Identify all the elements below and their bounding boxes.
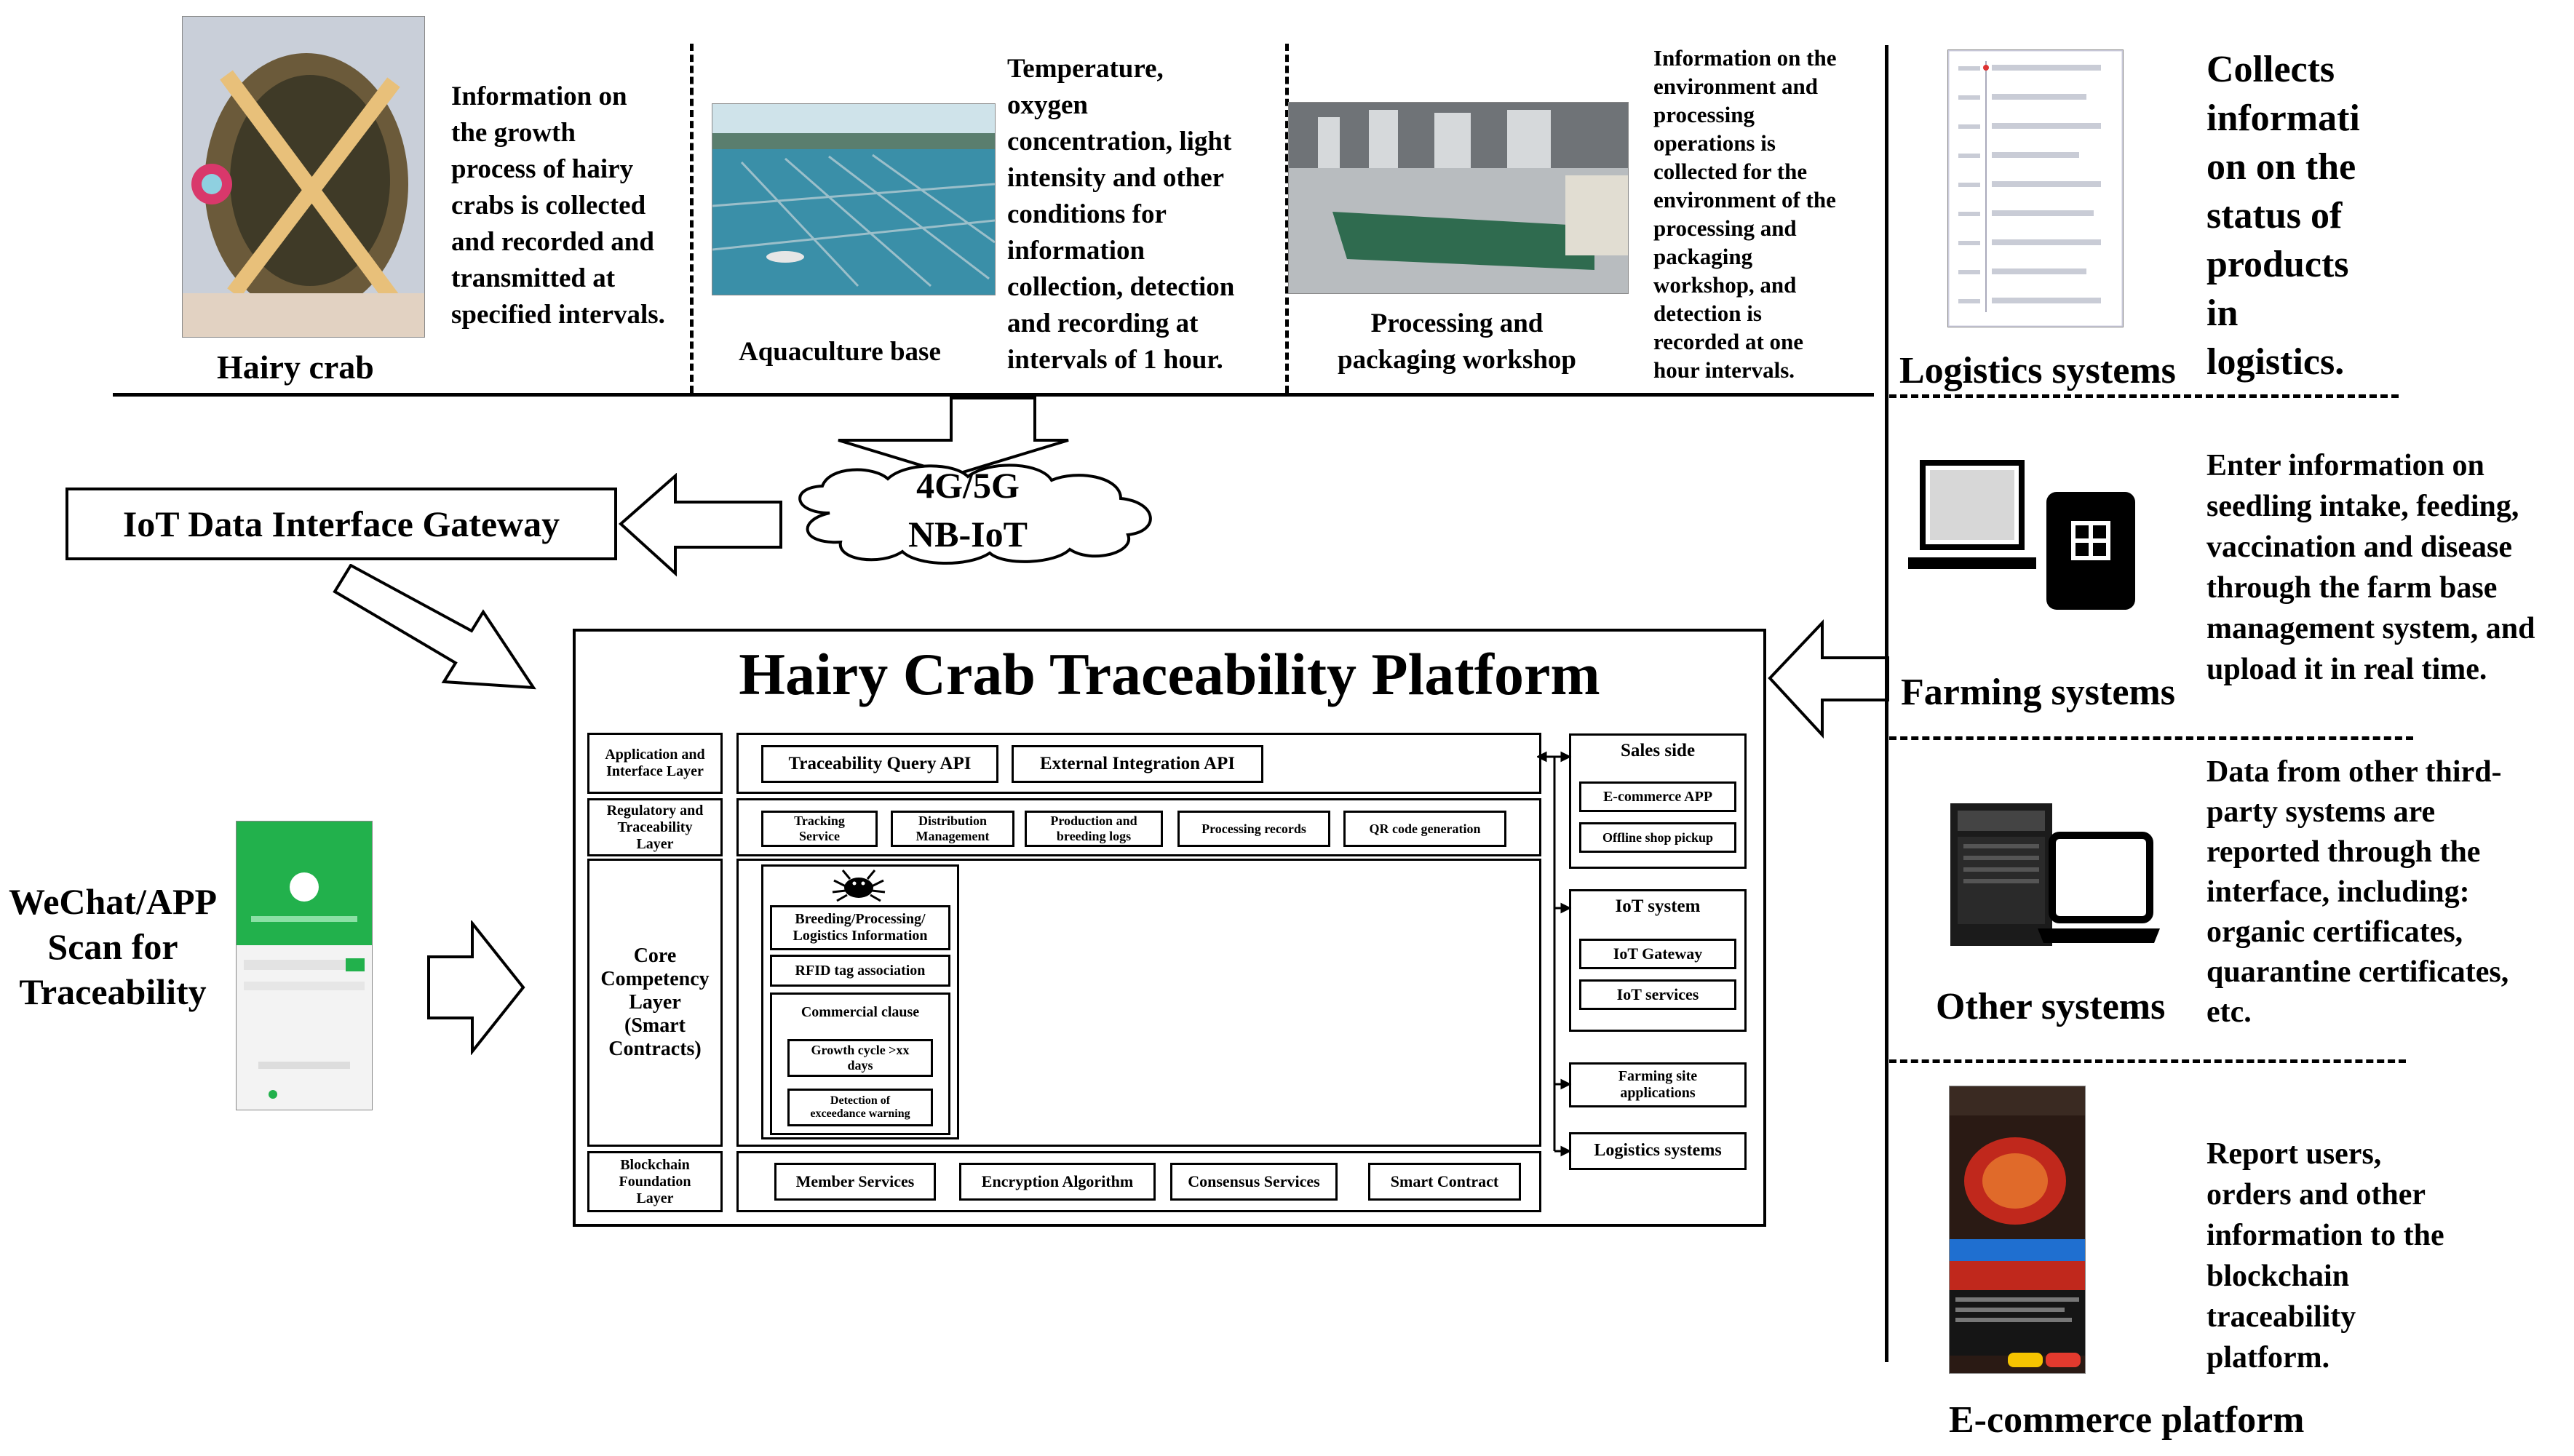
right-divider-3	[1889, 1059, 2406, 1063]
regulatory-layer-frame	[736, 798, 1541, 856]
server-icon	[1950, 803, 2160, 946]
top-separator-line	[113, 393, 1874, 397]
network-line2: NB-IoT	[908, 514, 1028, 554]
processing-label: Processing and packaging workshop	[1338, 309, 1576, 375]
iot-services-item: IoT services	[1579, 979, 1736, 1010]
consensus-services: Consensus Services	[1170, 1163, 1338, 1201]
layer-core: Core Competency Layer (Smart Contracts)	[587, 859, 723, 1147]
other-label: Other systems	[1936, 986, 2166, 1027]
sales-side-frame	[1569, 733, 1747, 869]
arrow-wechat-to-platform	[427, 920, 525, 1055]
core-inner-frame	[761, 864, 959, 1139]
layer-regulatory: Regulatory and Traceability Layer	[587, 798, 723, 856]
platform-frame	[573, 629, 1766, 1227]
member-services: Member Services	[774, 1163, 936, 1201]
hairy-crab-info: Information on the growth process of hai…	[451, 81, 665, 330]
logistics-info: Collects informati on on the status of p…	[2206, 49, 2360, 383]
platform-connectors	[1537, 751, 1572, 1157]
down-arrow	[838, 397, 1069, 477]
blockchain-layer-frame	[736, 1151, 1541, 1212]
aquaculture-label: Aquaculture base	[739, 337, 941, 367]
wechat-phone-screenshot	[236, 821, 373, 1110]
logistics-screenshot	[1947, 49, 2124, 327]
arrow-gateway-to-platform	[333, 564, 536, 690]
other-info: Data from other third- party systems are…	[2206, 755, 2509, 1029]
processing-photo	[1288, 102, 1629, 294]
detection-warning: Detection of exceedance warning	[787, 1089, 933, 1126]
processing-info: Information on the environment and proce…	[1653, 45, 1837, 383]
external-integration-api: External Integration API	[1012, 745, 1263, 783]
production-breeding-logs: Production and breeding logs	[1025, 811, 1163, 847]
commercial-clause-frame	[770, 992, 950, 1135]
offline-shop-pickup: Offline shop pickup	[1579, 822, 1736, 853]
farming-info: Enter information on seedling intake, fe…	[2206, 449, 2535, 686]
traceability-query-api: Traceability Query API	[761, 745, 998, 783]
iot-gateway-item: IoT Gateway	[1579, 939, 1736, 969]
logistics-label: Logistics systems	[1899, 350, 2176, 391]
commercial-clause: Commercial clause	[801, 1004, 920, 1020]
laptop-icon	[1908, 460, 2036, 569]
sales-side: Sales side	[1620, 741, 1696, 760]
encryption-algorithm: Encryption Algorithm	[959, 1163, 1156, 1201]
distribution-management: Distribution Management	[891, 811, 1014, 847]
growth-cycle: Growth cycle >xx days	[787, 1039, 933, 1077]
tracking-service: Tracking Service	[761, 811, 878, 847]
qr-code-generation: QR code generation	[1343, 811, 1506, 847]
arrow-right-panel-to-platform	[1768, 618, 1889, 739]
core-layer-frame	[736, 859, 1541, 1147]
smart-contract: Smart Contract	[1368, 1163, 1521, 1201]
tablet-icon	[2046, 492, 2135, 610]
ecommerce-label: E-commerce platform	[1949, 1399, 2305, 1441]
arrow-to-gateway	[618, 473, 782, 577]
top-divider-1	[690, 44, 694, 393]
top-divider-2	[1285, 44, 1289, 393]
iot-system: IoT system	[1615, 896, 1701, 916]
iot-system-frame	[1569, 889, 1747, 1032]
ecommerce-app: E-commerce APP	[1579, 781, 1736, 812]
network-cloud	[798, 464, 1152, 565]
processing-records: Processing records	[1177, 811, 1330, 847]
farming-site-applications: Farming site applications	[1569, 1062, 1747, 1107]
network-line1: 4G/5G	[916, 465, 1020, 506]
platform-title: Hairy Crab Traceability Platform	[739, 641, 1600, 707]
wechat-label: WeChat/APP Scan for Traceability	[8, 881, 218, 1012]
layer-blockchain: Blockchain Foundation Layer	[587, 1151, 723, 1212]
breeding-processing-logistics-info: Breeding/Processing/ Logistics Informati…	[770, 905, 950, 950]
layer-application: Application and Interface Layer	[587, 733, 723, 794]
farming-label: Farming systems	[1901, 672, 2175, 713]
rfid-tag-association: RFID tag association	[770, 955, 950, 987]
right-divider-1	[1889, 394, 2399, 398]
aquaculture-info: Temperature, oxygen concentration, light…	[1007, 54, 1235, 375]
crab-icon	[832, 870, 886, 902]
logistics-systems-item: Logistics systems	[1569, 1132, 1747, 1170]
application-layer-frame	[736, 733, 1541, 794]
ecommerce-screenshot	[1949, 1086, 2086, 1374]
aquaculture-photo	[712, 103, 996, 295]
iot-gateway-label: IoT Data Interface Gateway	[122, 504, 560, 544]
hairy-crab-label: Hairy crab	[217, 349, 374, 386]
right-divider-2	[1889, 736, 2413, 740]
iot-gateway-box: IoT Data Interface Gateway	[65, 488, 617, 560]
ecommerce-info: Report users, orders and other informati…	[2206, 1137, 2444, 1375]
hairy-crab-photo	[182, 16, 425, 338]
right-panel-divider	[1885, 45, 1888, 1362]
